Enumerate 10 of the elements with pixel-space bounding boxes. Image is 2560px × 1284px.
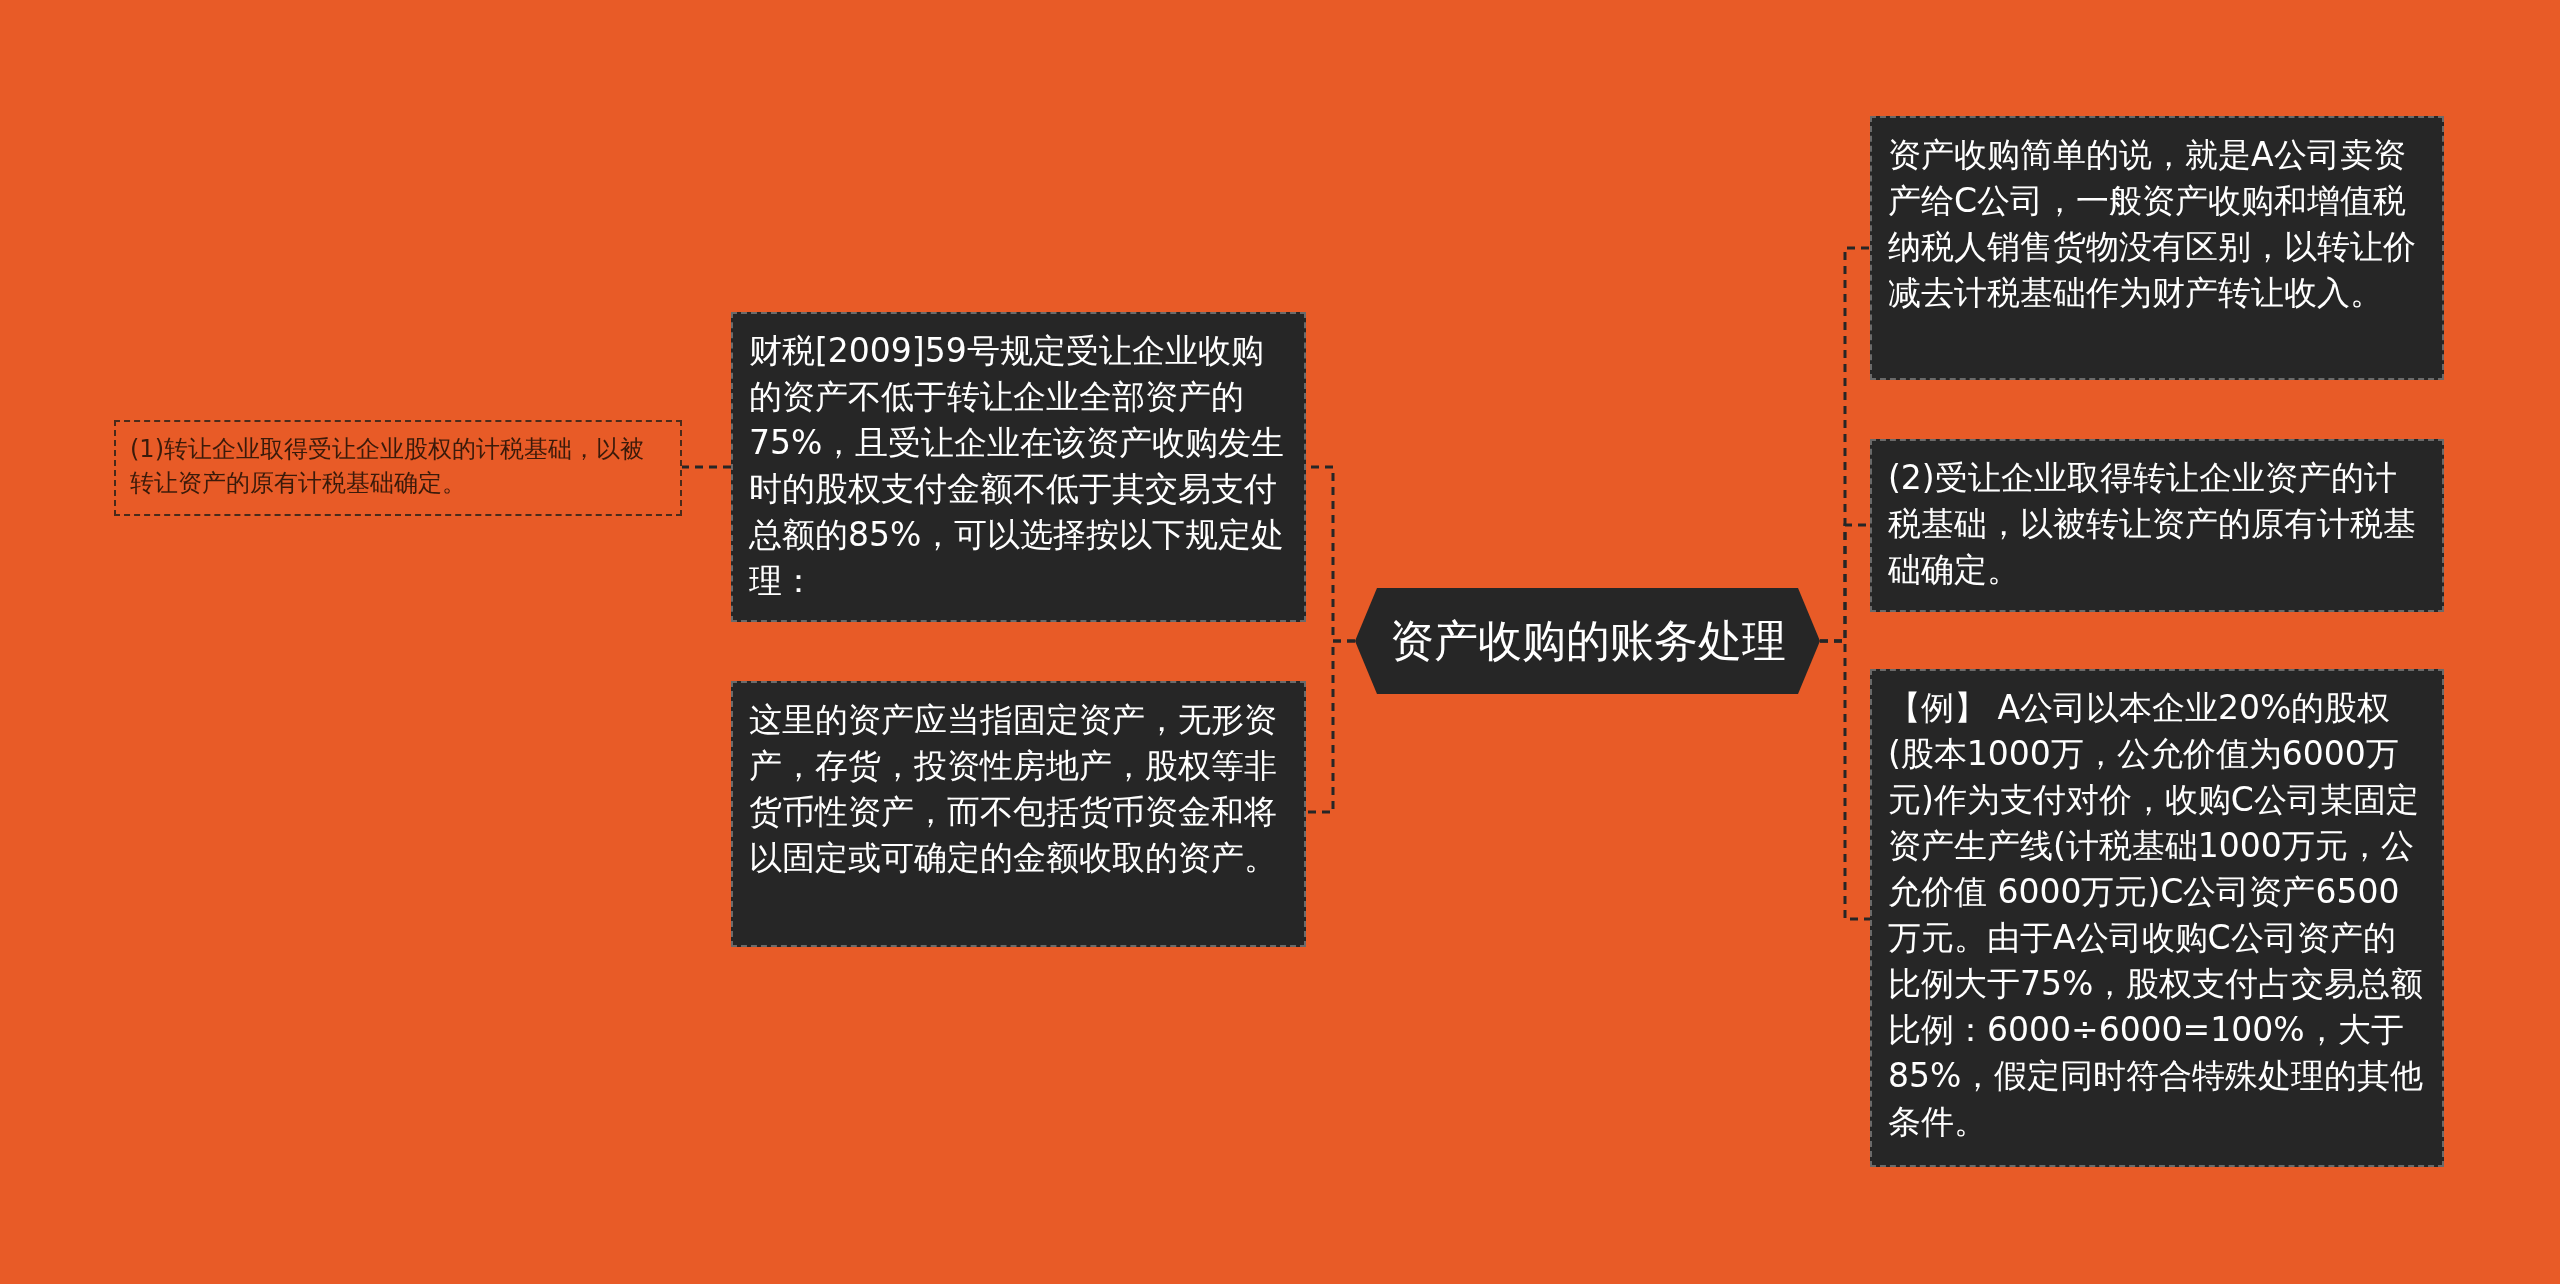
connector-line	[1820, 639, 1870, 921]
text-box: (1)转让企业取得受让企业股权的计税基础，以被转让资产的原有计税基础确定。	[114, 420, 682, 516]
text-box: 【例】 A公司以本企业20%的股权(股本1000万，公允价值为6000万元)作为支付对价，收购C公司某固定资产生产线(计税基础1000万元，公允价值 6000万元)C公司资产6500万元。由于A公司收购C公司资产的比例大于75%，股权支付占交易总额比例：6000÷6000=100%，大于 85%，假定同时符合特殊处理的其他条件。	[1870, 669, 2444, 1167]
connector-line	[682, 465, 731, 469]
text-box: 财税[2009]59号规定受让企业收购的资产不低于转让企业全部资产的75%，且受让企业在该资产收购发生时的股权支付金额不低于其交易支付总额的85%，可以选择按以下规定处理：	[731, 312, 1306, 622]
text-box: 资产收购简单的说，就是A公司卖资产给C公司，一般资产收购和增值税纳税人销售货物没有区别，以转让价减去计税基础作为财产转让收入。	[1870, 116, 2444, 380]
text-box: (2)受让企业取得转让企业资产的计税基础，以被转让资产的原有计税基础确定。	[1870, 439, 2444, 612]
central-topic: 资产收购的账务处理	[1355, 588, 1820, 694]
text-box: 这里的资产应当指固定资产，无形资产，存货，投资性房地产，股权等非货币性资产，而不包括货币资金和将以固定或可确定的金额收取的资产。	[731, 681, 1306, 947]
connector-line	[1306, 639, 1355, 814]
